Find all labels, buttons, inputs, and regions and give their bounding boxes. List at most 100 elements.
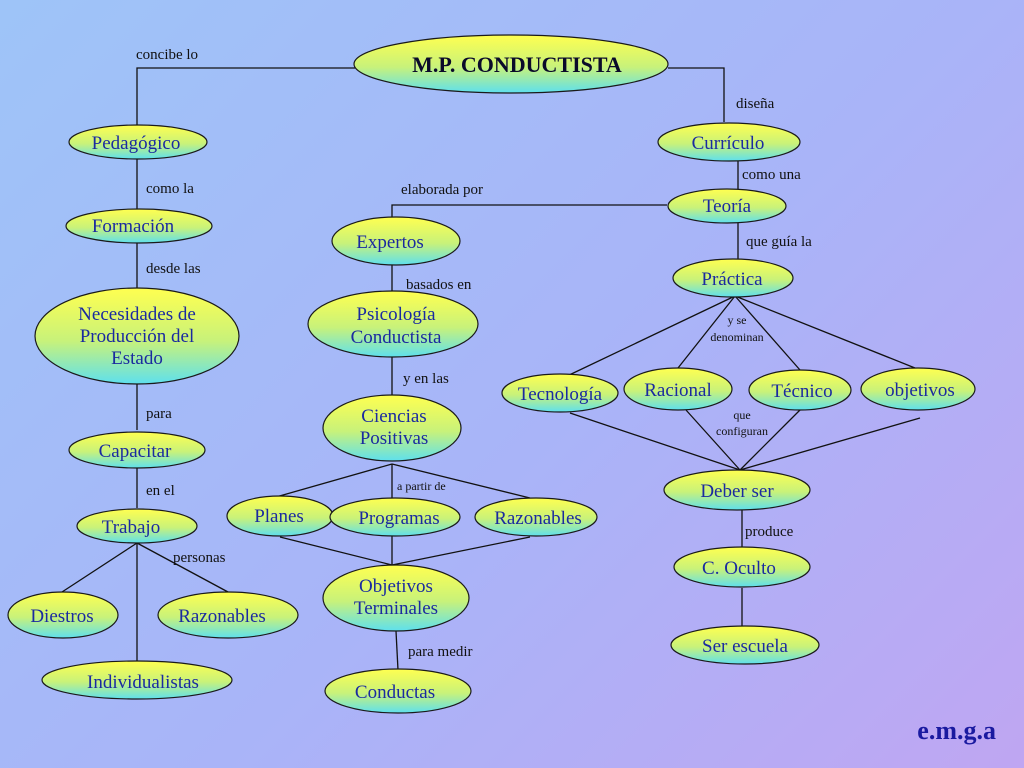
link-en-el: en el [146, 483, 175, 499]
svg-text:Planes: Planes [254, 506, 304, 527]
svg-text:Razonables: Razonables [178, 606, 266, 627]
node-racional: Racional [623, 367, 733, 411]
node-conductas: Conductas [324, 668, 472, 714]
edge-trabajo-diestros [61, 542, 138, 593]
edge-razonables-objterm [391, 536, 531, 566]
node-c-oculto: C. Oculto [673, 546, 811, 588]
svg-text:Terminales: Terminales [354, 598, 438, 619]
svg-text:Estado: Estado [111, 348, 163, 369]
edge-ciencias-razonables [391, 463, 531, 499]
node-diestros: Diestros [7, 591, 119, 639]
edge-practica-tecnologia [564, 295, 736, 378]
node-tecnico: Técnico [748, 369, 852, 411]
svg-text:Necesidades de: Necesidades de [78, 304, 196, 325]
node-expertos: Expertos [331, 216, 461, 266]
edge-practica-racional [677, 295, 736, 369]
node-ciencias: Ciencias Positivas [322, 394, 462, 462]
svg-text:Conductista: Conductista [351, 327, 442, 348]
edge-mp-pedagogico [136, 67, 355, 125]
svg-text:Individualistas: Individualistas [87, 672, 199, 693]
link-guia: que guía la [746, 234, 812, 250]
svg-text:Ser escuela: Ser escuela [702, 636, 789, 657]
node-individualistas: Individualistas [41, 660, 233, 700]
svg-text:Pedagógico: Pedagógico [92, 133, 181, 154]
svg-text:Capacitar: Capacitar [99, 441, 172, 462]
node-capacitar: Capacitar [68, 431, 206, 469]
svg-text:Positivas: Positivas [360, 428, 429, 449]
link-como-una: como una [742, 167, 801, 183]
node-tecnologia: Tecnología [501, 373, 619, 413]
edge-practica-objetivos [734, 295, 916, 369]
link-y-en-las: y en las [403, 371, 449, 387]
svg-text:Programas: Programas [358, 508, 439, 529]
link-denominan-1: y se [728, 313, 747, 327]
node-razonables-mid: Razonables [474, 497, 598, 537]
node-planes: Planes [226, 495, 334, 537]
edge-objterm-conductas [395, 630, 399, 671]
link-a-partir: a partir de [397, 479, 446, 493]
node-teoria: Teoría [667, 188, 787, 224]
svg-text:Técnico: Técnico [771, 381, 832, 402]
node-razonables-left: Razonables [157, 591, 299, 639]
svg-text:C. Oculto: C. Oculto [702, 558, 776, 579]
svg-text:M.P. CONDUCTISTA: M.P. CONDUCTISTA [412, 52, 622, 77]
svg-text:Tecnología: Tecnología [518, 384, 603, 405]
svg-text:Trabajo: Trabajo [102, 517, 160, 538]
svg-text:Racional: Racional [644, 380, 712, 401]
link-configuran-1: que [733, 408, 750, 422]
link-denominan-2: denominan [710, 330, 763, 344]
link-para: para [146, 406, 172, 422]
edge-objetivos-deber [739, 417, 921, 471]
svg-text:Currículo: Currículo [692, 133, 765, 154]
link-configuran-2: configuran [716, 424, 768, 438]
node-deber-ser: Deber ser [663, 469, 811, 511]
edge-tecnologia-deber [569, 412, 741, 471]
svg-text:Práctica: Práctica [701, 269, 763, 290]
svg-text:Diestros: Diestros [30, 606, 93, 627]
edge-ciencias-planes [275, 463, 393, 498]
svg-text:Conductas: Conductas [355, 682, 435, 703]
node-programas: Programas [329, 497, 461, 537]
svg-text:Objetivos: Objetivos [359, 576, 433, 597]
node-pedagogico: Pedagógico [68, 124, 208, 160]
node-practica: Práctica [672, 258, 794, 298]
edge-practica-tecnico [734, 295, 801, 371]
edge-tecnico-deber [739, 409, 801, 471]
node-objetivos: objetivos [860, 367, 976, 411]
link-como-la: como la [146, 181, 194, 197]
link-desde: desde las [146, 261, 201, 277]
link-disena: diseña [736, 96, 775, 112]
link-para-medir: para medir [408, 644, 473, 660]
svg-text:Producción del: Producción del [80, 326, 195, 347]
svg-text:Expertos: Expertos [356, 232, 424, 253]
svg-text:Formación: Formación [92, 216, 175, 237]
svg-text:Psicología: Psicología [356, 304, 436, 325]
link-basados: basados en [406, 277, 472, 293]
svg-text:Teoría: Teoría [703, 196, 752, 217]
link-elaborada: elaborada por [401, 182, 483, 198]
signature: e.m.g.a [917, 716, 996, 745]
node-necesidades: Necesidades de Producción del Estado [34, 287, 240, 385]
node-ser-escuela: Ser escuela [670, 625, 820, 665]
svg-text:Razonables: Razonables [494, 508, 582, 529]
svg-text:Deber ser: Deber ser [700, 481, 774, 502]
edge-trabajo-razonables [136, 542, 229, 593]
link-concibe: concibe lo [136, 47, 198, 63]
edge-mp-curriculo [668, 67, 725, 122]
node-curriculo: Currículo [657, 122, 801, 162]
edge-racional-deber [685, 409, 741, 471]
node-formacion: Formación [65, 208, 213, 244]
svg-text:objetivos: objetivos [885, 380, 955, 401]
edge-planes-objterm [279, 536, 393, 566]
node-mp-conductista: M.P. CONDUCTISTA [353, 34, 669, 94]
svg-text:Ciencias: Ciencias [361, 406, 426, 427]
link-personas: personas [173, 550, 226, 566]
link-produce: produce [745, 524, 794, 540]
edge-teoria-expertos [391, 204, 667, 218]
node-objetivos-terminales: Objetivos Terminales [322, 564, 470, 632]
edges [61, 67, 921, 671]
node-psicologia: Psicología Conductista [307, 290, 479, 358]
link-labels: concibe lo diseña como la como una elabo… [136, 47, 812, 660]
